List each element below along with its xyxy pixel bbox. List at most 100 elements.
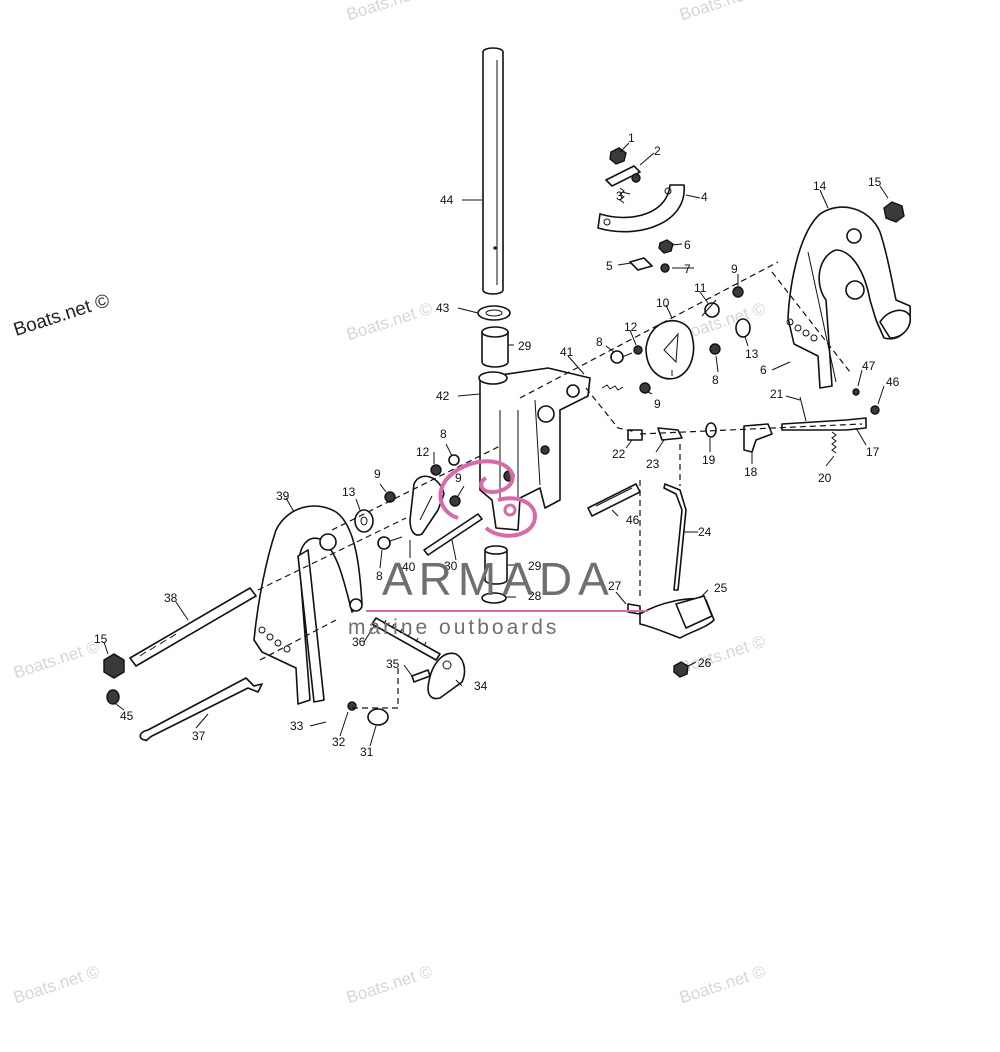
part-number: 9 (374, 467, 381, 481)
nut (658, 239, 674, 254)
part-number: 40 (402, 560, 416, 574)
left-clamp-bracket (253, 505, 363, 705)
pivot-pin (423, 513, 483, 556)
lock-washer (639, 382, 651, 394)
part-number: 46 (626, 513, 640, 527)
part-number-labels: 1 2 3 4 5 6 7 44 43 29 42 14 15 9 11 10 … (94, 131, 900, 759)
part-number: 8 (712, 373, 719, 387)
bushing (627, 429, 643, 441)
part-number: 11 (694, 281, 707, 295)
part-number: 42 (436, 389, 450, 403)
part-number: 6 (760, 363, 767, 377)
spring-pin (831, 431, 837, 454)
clamp-screw-pad (879, 309, 912, 339)
clamp-nut (673, 661, 689, 678)
part-number: 4 (701, 190, 708, 204)
tilt-lock-plate (645, 320, 695, 380)
part-number: 43 (436, 301, 450, 315)
washer (633, 345, 643, 355)
lock-washer (732, 286, 744, 298)
part-number: 25 (714, 581, 728, 595)
small-spring (411, 669, 431, 683)
part-number: 10 (656, 296, 670, 310)
o-ring (481, 592, 507, 604)
right-clamp-bracket (786, 206, 911, 389)
steering-tube (482, 47, 504, 295)
left-washer (430, 464, 442, 476)
part-number: 15 (94, 632, 108, 646)
part-number: 29 (518, 339, 532, 353)
lock-lever (743, 423, 773, 453)
shoulder-screw (610, 350, 633, 364)
part-number: 9 (731, 262, 738, 276)
small-nut (852, 388, 860, 396)
part-number: 3 (616, 189, 623, 203)
washer (705, 422, 717, 438)
left-spacer (354, 509, 374, 533)
decal (587, 483, 641, 517)
assembly-line (352, 668, 399, 709)
part-number: 12 (416, 445, 430, 459)
part-number: 34 (474, 679, 488, 693)
assembly-line (639, 423, 863, 435)
assembly-line (257, 517, 407, 591)
left-cap-nut (106, 689, 120, 705)
tilt-lock-lever (427, 652, 466, 700)
part-number: 12 (624, 320, 638, 334)
part-number: 27 (608, 579, 622, 593)
part-number: 7 (684, 262, 691, 276)
lower-bushing (484, 545, 508, 585)
lock-nut (609, 147, 627, 165)
part-number: 30 (444, 559, 458, 573)
part-number: 33 (290, 719, 304, 733)
part-number: 8 (376, 569, 383, 583)
friction-clamp (639, 595, 715, 639)
tilt-spring (701, 299, 720, 318)
part-number: 39 (276, 489, 290, 503)
part-number: 28 (528, 589, 542, 603)
part-number: 37 (192, 729, 206, 743)
thrust-washer (477, 305, 511, 321)
knob (367, 708, 389, 726)
spacer (735, 318, 751, 338)
thumb-screw (660, 263, 670, 273)
lock-lever (657, 427, 683, 441)
left-clamp-handle (103, 653, 125, 679)
friction-block (629, 257, 653, 271)
right-lock-nut (883, 201, 905, 223)
assembly-line (585, 387, 637, 433)
part-number: 13 (342, 485, 356, 499)
part-number: 23 (646, 457, 660, 471)
left-shoulder-screw (377, 536, 403, 550)
part-number: 18 (744, 465, 758, 479)
part-number: 13 (745, 347, 759, 361)
part-number: 29 (528, 559, 542, 573)
spring (601, 384, 624, 391)
assembly-line (771, 271, 851, 373)
part-number: 17 (866, 445, 880, 459)
part-number: 31 (360, 745, 374, 759)
part-number: 1 (628, 131, 635, 145)
small-nut (870, 405, 880, 415)
roll-pin (799, 396, 807, 422)
assembly-line (331, 445, 501, 531)
part-number: 38 (164, 591, 178, 605)
left-tilt-lock-plate (409, 475, 445, 536)
part-number: 6 (684, 238, 691, 252)
left-screw (448, 454, 460, 466)
threaded-rod (371, 617, 441, 661)
part-number: 14 (813, 179, 827, 193)
assembly-line (519, 261, 779, 399)
part-number: 19 (702, 453, 716, 467)
part-number: 35 (386, 657, 400, 671)
friction-plate (597, 184, 685, 233)
clamp-screw (627, 603, 641, 615)
part-number: 46 (886, 375, 900, 389)
link-rod (663, 483, 687, 591)
assembly-line (259, 619, 337, 661)
part-number: 44 (440, 193, 454, 207)
part-number: 24 (698, 525, 712, 539)
part-number: 5 (606, 259, 613, 273)
